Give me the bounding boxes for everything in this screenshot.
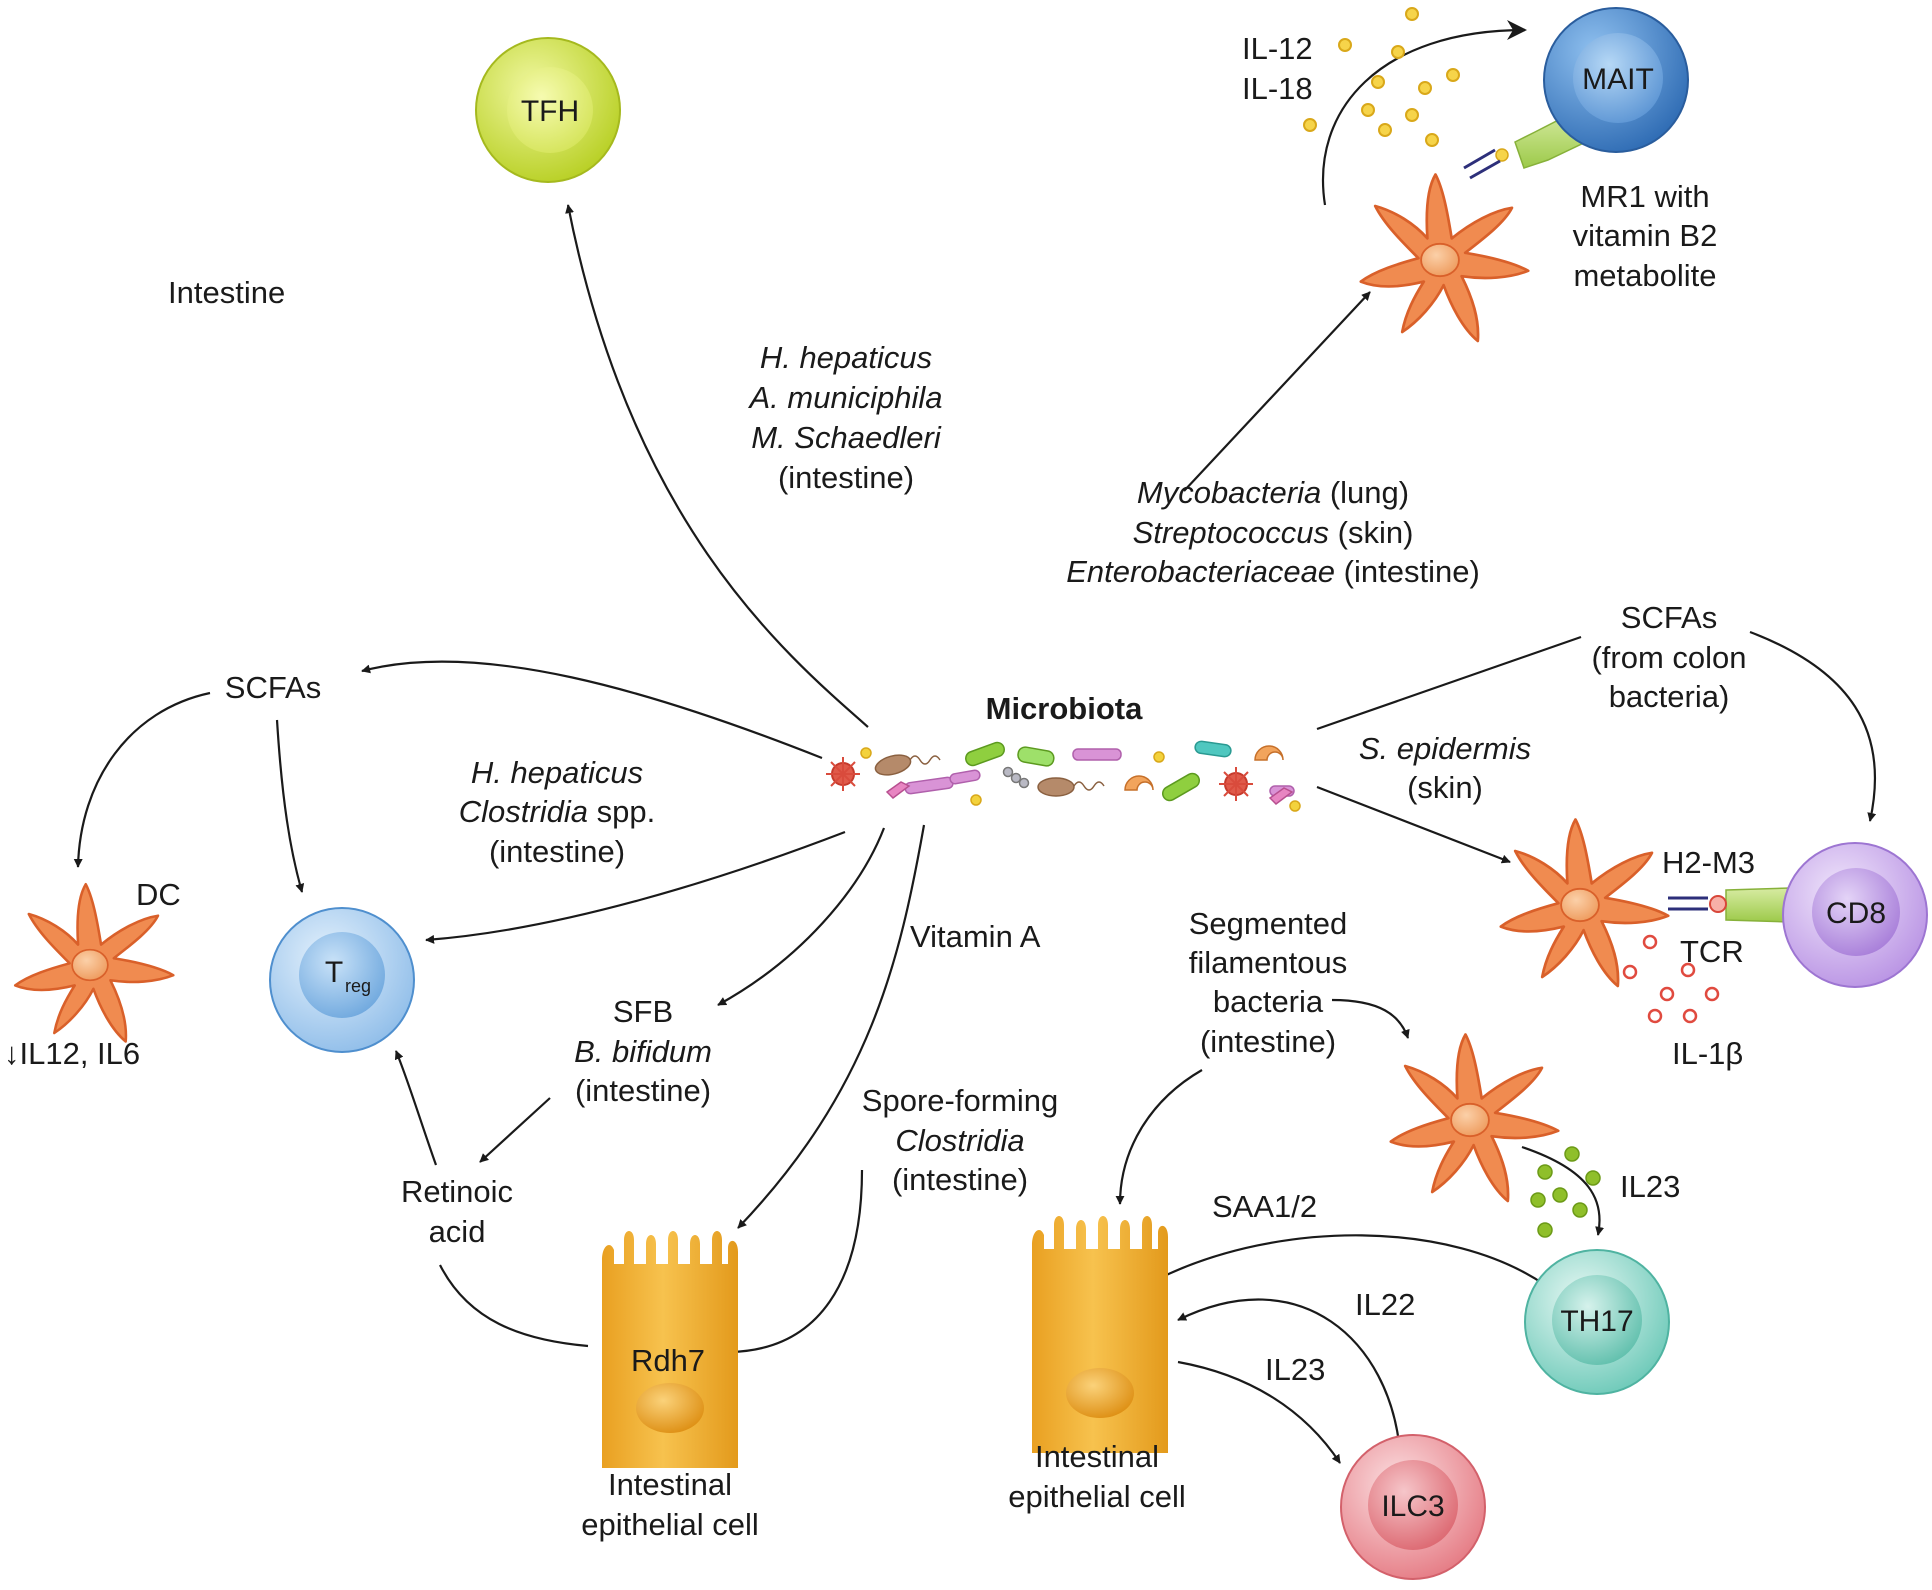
il23-dc-label: IL23 <box>1620 1169 1680 1204</box>
arrow-il12-il18-to-mait <box>1321 20 1527 206</box>
cd8-dendritic-cell <box>1499 818 1670 988</box>
tfh-cell: TFH <box>475 37 621 183</box>
scfas-left-label: SCFAs <box>225 670 321 705</box>
line-iec-to-retinoic <box>439 1264 589 1348</box>
th17-cell: TH17 <box>1524 1249 1670 1395</box>
tfh-bacteria-2: A. municiphila <box>748 380 943 415</box>
arrow-retinoic-to-treg <box>394 1050 438 1166</box>
tfh-bacteria-3: M. Schaedleri <box>751 420 942 455</box>
mait-bacteria-1: Mycobacteria (lung) <box>1137 475 1409 510</box>
tfh-label: TFH <box>521 95 579 128</box>
arrow-microbiota-to-scfas-right <box>1316 635 1582 731</box>
mait-dendritic-cell <box>1359 173 1530 343</box>
arrow-scfas-to-cd8 <box>1749 630 1877 822</box>
rdh7-label: Rdh7 <box>631 1343 705 1378</box>
tcr-label: TCR <box>1680 934 1744 969</box>
treg-bacteria-2: Clostridia spp. <box>459 794 655 829</box>
saa-label: SAA1/2 <box>1212 1189 1317 1224</box>
tfh-site: (intestine) <box>778 460 914 495</box>
arrow-il23-to-th17 <box>1521 1145 1604 1236</box>
inhibit-spore-clostridia-rdh7 <box>729 1169 864 1354</box>
mait-bacteria-2: Streptococcus (skin) <box>1133 515 1414 550</box>
sfb-full-4: (intestine) <box>1200 1024 1336 1059</box>
arrow-microbiota-to-iec <box>737 824 926 1229</box>
treg-site: (intestine) <box>489 834 625 869</box>
il12-il18-dots <box>1303 7 1460 147</box>
arrow-ilc3-to-iec <box>1177 1298 1402 1453</box>
arrow-microbiota-to-tfh <box>565 204 869 728</box>
spore-clostridia-label: Clostridia <box>895 1123 1024 1158</box>
intestine-label: Intestine <box>168 275 285 310</box>
mait-bacteria-3: Enterobacteriaceae (intestine) <box>1066 554 1480 589</box>
arrow-scfas-to-treg <box>275 719 305 893</box>
mr1-line-3: metabolite <box>1573 258 1716 293</box>
sfb-full-1: Segmented <box>1189 906 1348 941</box>
cd8-cell: CD8 <box>1668 842 1928 988</box>
ilc3-label: ILC3 <box>1381 1490 1444 1523</box>
mr1-line-1: MR1 with <box>1580 179 1709 214</box>
b-bifidum-label: B. bifidum <box>574 1034 712 1069</box>
mr1-line-2: vitamin B2 <box>1573 218 1718 253</box>
ilc3-cell: ILC3 <box>1340 1434 1486 1580</box>
treg-label-sub: reg <box>345 976 371 996</box>
sfb-site-label: (intestine) <box>575 1073 711 1108</box>
treg-cell: T reg <box>269 907 415 1053</box>
retinoic-label-1: Retinoic <box>401 1174 513 1209</box>
arrow-sfb-to-iec <box>1115 1069 1203 1205</box>
sfb-label: SFB <box>613 994 673 1029</box>
treg-bacteria-1: H. hepaticus <box>471 755 643 790</box>
arrow-microbiota-to-treg <box>425 830 846 944</box>
sfb-full-3: bacteria <box>1213 984 1324 1019</box>
il23-dots <box>1530 1146 1601 1238</box>
arrow-scfas-to-dc <box>73 691 211 868</box>
arrow-sfb-to-retinoic <box>479 1097 551 1163</box>
microbiota-cluster <box>826 740 1301 812</box>
microbiota-label: Microbiota <box>986 691 1143 726</box>
iec-left-label-2: epithelial cell <box>581 1507 759 1542</box>
il22-label: IL22 <box>1355 1287 1415 1322</box>
s-epidermis-label: S. epidermis <box>1359 731 1531 766</box>
dc-label: DC <box>136 877 181 912</box>
arrow-microbiota-to-sfb <box>717 827 886 1006</box>
arrow-sfb-to-th17-dc <box>1331 998 1410 1039</box>
intestinal-epithelial-cell-right <box>1032 1216 1168 1453</box>
th17-label: TH17 <box>1560 1305 1633 1338</box>
tfh-bacteria-1: H. hepaticus <box>760 340 932 375</box>
arrow-iec-to-th17 <box>1159 1234 1546 1286</box>
arrow-iec-to-ilc3 <box>1177 1360 1341 1464</box>
mait-cell: MAIT <box>1463 7 1689 180</box>
il1b-label: IL-1β <box>1672 1036 1743 1071</box>
iec-right-label-1: Intestinal <box>1035 1439 1159 1474</box>
iec-right-label-2: epithelial cell <box>1008 1479 1186 1514</box>
th17-dendritic-cell <box>1389 1033 1560 1203</box>
arrow-microbiota-to-scfas <box>361 660 823 760</box>
labels: Intestine Microbiota H. hepaticus A. mun… <box>4 31 1755 1542</box>
spore-site-label: (intestine) <box>892 1162 1028 1197</box>
il23-ilc-label: IL23 <box>1265 1352 1325 1387</box>
scfas-right-2: (from colon <box>1591 640 1746 675</box>
sfb-full-2: filamentous <box>1189 945 1348 980</box>
arrow-microbiota-to-mait-dc <box>1183 291 1371 492</box>
dc-effect-label: ↓IL12, IL6 <box>4 1036 140 1071</box>
iec-left-label-1: Intestinal <box>608 1467 732 1502</box>
scfas-right-3: bacteria) <box>1609 679 1730 714</box>
treg-label: T <box>325 956 343 989</box>
vitamin-a-label: Vitamin A <box>910 919 1041 954</box>
h2m3-label: H2-M3 <box>1662 845 1755 880</box>
il1b-dots <box>1622 934 1720 1024</box>
il18-label: IL-18 <box>1242 71 1313 106</box>
il12-label: IL-12 <box>1242 31 1313 66</box>
s-epidermis-site: (skin) <box>1407 770 1483 805</box>
arrow-microbiota-to-cd8-dc <box>1316 785 1511 864</box>
arrows <box>73 20 1877 1464</box>
spore-forming-label: Spore-forming <box>862 1083 1058 1118</box>
mait-label: MAIT <box>1582 63 1654 96</box>
scfas-right-1: SCFAs <box>1621 600 1717 635</box>
retinoic-label-2: acid <box>429 1214 486 1249</box>
cd8-label: CD8 <box>1826 897 1886 930</box>
